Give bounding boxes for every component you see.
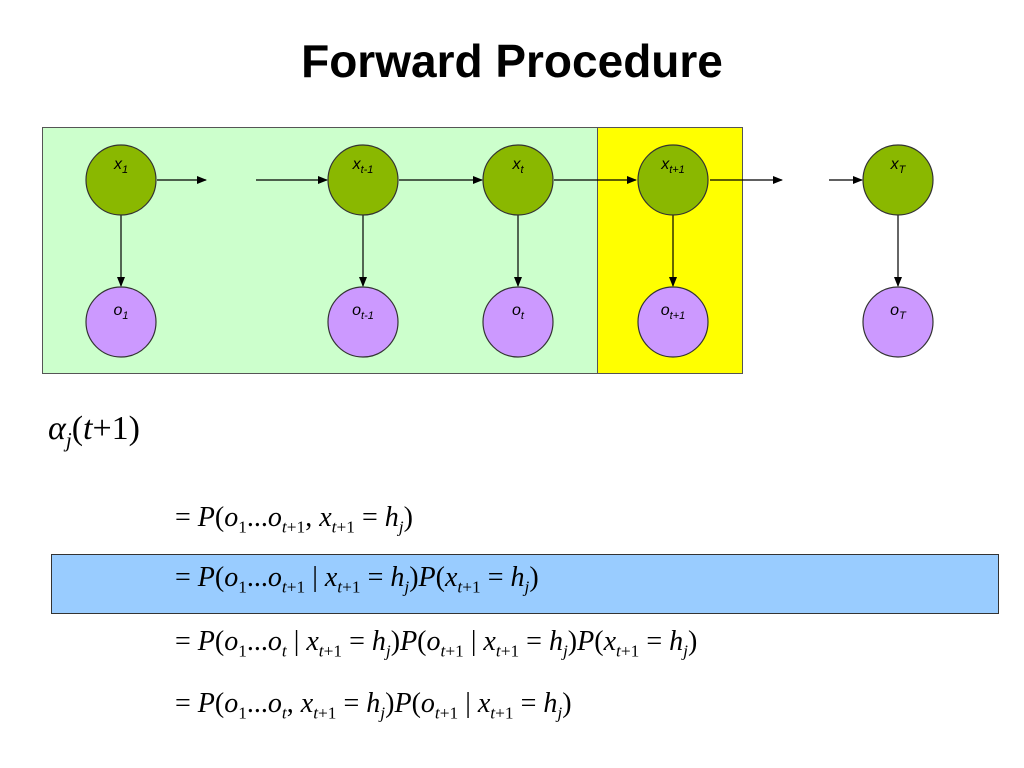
- node-xtp1: [637, 144, 709, 216]
- equation-line-4: = P(o1...ot, xt+1 = hj)P(ot+1 | xt+1 = h…: [175, 688, 572, 723]
- label-otm1: ot-1: [352, 302, 374, 323]
- node-x1: [85, 144, 157, 216]
- label-o1: o1: [113, 302, 129, 323]
- label-oT: oT: [890, 302, 906, 323]
- slide-title: Forward Procedure: [301, 35, 723, 87]
- node-xtm1: [327, 144, 399, 216]
- node-xt: [482, 144, 554, 216]
- label-xtm1: xt-1: [352, 156, 374, 177]
- node-otm1: [327, 286, 399, 358]
- equation-line-1: = P(o1...ot+1, xt+1 = hj): [175, 502, 413, 537]
- highlighted-equation-box: [51, 554, 999, 614]
- label-xtp1: xt+1: [661, 156, 685, 177]
- label-x1: x1: [113, 156, 129, 177]
- node-oT: [862, 286, 934, 358]
- hmm-graph: [85, 144, 934, 358]
- node-ot: [482, 286, 554, 358]
- label-xt: xt: [512, 156, 524, 177]
- equation-lhs: αj(t+1): [48, 410, 140, 452]
- label-ot: ot: [512, 302, 524, 323]
- node-xT: [862, 144, 934, 216]
- label-otp1: ot+1: [660, 302, 686, 323]
- node-o1: [85, 286, 157, 358]
- label-xT: xT: [890, 156, 906, 177]
- equation-line-2: = P(o1...ot+1 | xt+1 = hj)P(xt+1 = hj): [175, 562, 539, 597]
- node-otp1: [637, 286, 709, 358]
- equation-line-3: = P(o1...ot | xt+1 = hj)P(ot+1 | xt+1 = …: [175, 626, 698, 661]
